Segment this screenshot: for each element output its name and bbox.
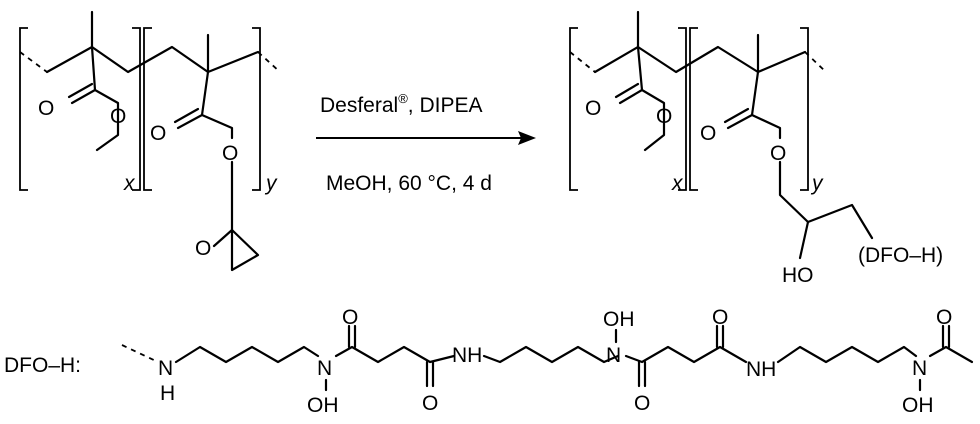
product-ester2-ether-o: O [770,142,786,165]
product-ester2-bonds [726,70,874,240]
dfo-succinyl-2 [624,345,748,364]
product-ester2-double [723,107,750,124]
chain-end-left [19,51,48,73]
product-bracket-x-open [569,27,578,191]
dfo-amine-h: H [160,382,175,405]
reagents-text: Desferal®, DIPEA [320,91,483,117]
dfo-nh1: NH [452,344,482,367]
dfo-o4: O [712,306,728,329]
dfo-oh1: OH [307,394,339,417]
dfo-n3: N [912,357,927,380]
dfo-structure: DFO–H: N H N OH O O NH N OH O O NH N OH [4,306,974,417]
ester1-carbonyl-o: O [38,97,54,120]
dfo-o3: O [634,392,650,415]
dfo-oh3: OH [902,394,934,417]
dfo-label: DFO–H: [4,354,81,377]
dfo-attachment [121,344,159,363]
dfo-chain-2 [482,345,620,364]
dfo-n1: N [317,357,332,380]
epoxide-ring [212,228,260,272]
conditions-text: MeOH, 60 °C, 4 d [326,172,492,195]
ester2-carbonyl-o: O [150,122,166,145]
dfo-c1-double [347,324,357,349]
product-subscript-x: x [671,172,684,195]
ester1-double [67,82,94,99]
product-chain-end-left [569,51,596,73]
product-ester1-ether-o: O [656,105,672,128]
dfo-c4-double [715,324,725,349]
product-hydroxyl: HO [782,264,814,287]
ester1-bonds [70,45,120,152]
dfo-c2-double [425,360,435,388]
dfo-nh2: NH [746,358,776,381]
dfo-chain-3 [776,345,918,364]
product-ester1-bonds [618,45,666,152]
dfo-n2: N [606,344,621,367]
chain-end-right [257,51,281,73]
product-subscript-y: y [810,172,824,195]
dfo-succinyl-1 [334,345,456,364]
bracket-x-open [19,27,28,191]
ester2-bonds [176,70,234,232]
product-polymer: O O O O HO (DFO–H) x y [569,10,943,287]
bracket-y-open [143,27,152,191]
dfo-o2: O [422,392,438,415]
reactant-polymer: O O O O O x y [19,10,281,272]
product-bracket-x-close [678,27,687,191]
product-bracket-y-open [689,27,698,191]
ester1-ether-o: O [110,105,126,128]
arrow-head [518,131,536,145]
product-dfo-group: (DFO–H) [858,244,943,267]
dfo-chain-1 [174,345,320,364]
epoxide-o: O [195,237,211,260]
product-ester1-double [614,82,640,99]
dfo-o1: O [342,306,358,329]
dfo-acetyl [928,345,974,364]
reactant-backbone [45,45,260,74]
subscript-y: y [264,172,278,195]
product-backbone [593,45,807,74]
product-hydroxyl-bond [798,220,810,260]
product-ester1-carbonyl-o: O [585,97,601,120]
ester2-double [173,107,200,124]
dfo-c3-double [637,360,647,388]
reaction-arrow: Desferal®, DIPEA MeOH, 60 °C, 4 d [316,91,536,195]
product-bracket-y-close [800,27,809,191]
dfo-oh2: OH [603,308,635,331]
subscript-x: x [123,172,136,195]
ester2-ether-o: O [222,142,238,165]
dfo-acetyl-double [941,324,951,349]
product-ester2-carbonyl-o: O [700,122,716,145]
bracket-y-close [252,27,261,191]
dfo-amine-n: N [158,357,173,380]
dfo-o5: O [936,306,952,329]
bracket-x-close [132,27,141,191]
